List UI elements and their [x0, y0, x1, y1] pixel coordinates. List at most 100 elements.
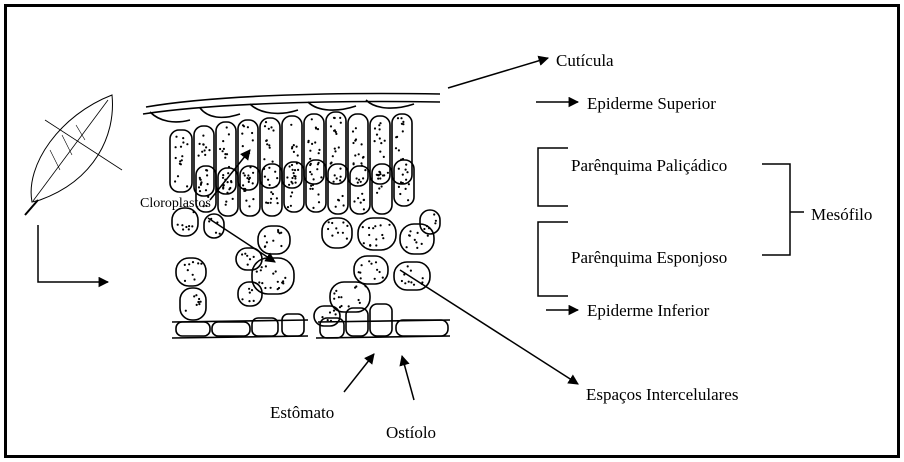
lower-epidermis — [172, 304, 450, 338]
chloroplast-dot — [182, 137, 184, 139]
chloroplast-dot — [338, 146, 340, 148]
mesofilo-bracket — [762, 164, 804, 255]
chloroplast-dot — [294, 169, 296, 171]
label-estomato: Estômato — [270, 404, 334, 421]
chloroplast-dot — [293, 172, 295, 174]
chloroplast-dot — [339, 179, 341, 181]
chloroplast-dot — [204, 149, 206, 151]
label-epiderme-superior: Epiderme Superior — [587, 95, 716, 112]
chloroplast-dot — [333, 292, 335, 294]
chloroplast-dot — [291, 177, 293, 179]
chloroplast-dot — [379, 271, 381, 273]
chloroplast-dot — [413, 284, 415, 286]
chloroplast-dot — [387, 172, 389, 174]
chloroplast-dot — [266, 143, 268, 145]
chloroplast-dot — [260, 269, 262, 271]
chloroplast-dot — [198, 301, 200, 303]
chloroplast-dot — [313, 178, 315, 180]
chloroplast-dot — [272, 161, 274, 163]
chloroplast-dot — [290, 195, 292, 197]
chloroplast-dot — [370, 263, 372, 265]
chloroplast-dot — [360, 202, 362, 204]
chloroplast-dot — [358, 271, 360, 273]
cell — [180, 288, 206, 320]
chloroplast-dot — [272, 129, 274, 131]
chloroplast-dot — [281, 282, 283, 284]
chloroplast-dot — [309, 188, 311, 190]
chloroplast-dot — [382, 237, 384, 239]
chloroplast-dot — [317, 163, 319, 165]
chloroplast-dot — [226, 126, 228, 128]
label-mesofilo: Mesófilo — [811, 206, 872, 223]
chloroplast-dot — [343, 204, 345, 206]
chloroplast-dot — [270, 198, 272, 200]
chloroplast-dot — [342, 221, 344, 223]
chloroplast-dot — [222, 150, 224, 152]
chloroplast-dot — [346, 238, 348, 240]
chloroplast-dot — [270, 202, 272, 204]
chloroplast-dot — [264, 176, 266, 178]
chloroplast-dot — [265, 140, 267, 142]
chloroplast-dot — [242, 124, 244, 126]
chloroplast-dot — [376, 192, 378, 194]
chloroplast-dot — [339, 168, 341, 170]
chloroplast-dot — [186, 143, 188, 145]
chloroplast-dot — [330, 125, 332, 127]
chloroplast-dot — [277, 229, 279, 231]
chloroplast-dot — [243, 188, 245, 190]
chloroplast-dot — [242, 184, 244, 186]
chloroplast-dot — [384, 140, 386, 142]
chloroplast-dot — [363, 208, 365, 210]
chloroplast-dot — [320, 176, 322, 178]
chloroplast-dot — [198, 298, 200, 300]
chloroplast-dot — [369, 245, 371, 247]
chloroplast-dot — [227, 181, 229, 183]
chloroplast-dot — [404, 282, 406, 284]
chloroplast-dot — [248, 288, 250, 290]
chloroplast-dot — [193, 295, 195, 297]
chloroplast-dot — [198, 155, 200, 157]
chloroplast-dot — [335, 313, 337, 315]
chloroplast-dot — [377, 178, 379, 180]
chloroplast-dot — [395, 136, 397, 138]
chloroplast-dot — [405, 188, 407, 190]
chloroplast-dot — [355, 138, 357, 140]
chloroplast-dot — [402, 174, 404, 176]
chloroplast-dot — [338, 199, 340, 201]
chloroplast-dot — [407, 199, 409, 201]
chloroplast-dot — [219, 233, 221, 235]
chloroplast-dot — [252, 139, 254, 141]
chloroplast-dot — [232, 198, 234, 200]
chloroplast-dot — [181, 155, 183, 157]
chloroplast-dot — [269, 147, 271, 149]
chloroplast-dot — [379, 177, 381, 179]
chloroplast-dot — [251, 289, 253, 291]
chloroplast-dot — [312, 184, 314, 186]
chloroplast-dot — [278, 287, 280, 289]
chloroplast-dot — [368, 227, 370, 229]
chloroplast-dot — [401, 280, 403, 282]
chloroplast-dot — [363, 199, 365, 201]
chloroplast-dot — [225, 201, 227, 203]
chloroplast-dot — [376, 174, 378, 176]
chloroplast-dot — [400, 181, 402, 183]
chloroplast-dot — [199, 143, 201, 145]
estomato-arrow — [344, 354, 374, 392]
chloroplast-dot — [248, 300, 250, 302]
chloroplast-dot — [280, 245, 282, 247]
chloroplast-dot — [184, 264, 186, 266]
chloroplast-dot — [272, 240, 274, 242]
chloroplast-dot — [402, 130, 404, 132]
chloroplast-dot — [222, 174, 224, 176]
chloroplast-dot — [291, 191, 293, 193]
chloroplast-dot — [266, 241, 268, 243]
chloroplast-dot — [340, 176, 342, 178]
chloroplast-dot — [318, 201, 320, 203]
chloroplast-dot — [264, 245, 266, 247]
chloroplast-dot — [362, 226, 364, 228]
chloroplast-dot — [293, 144, 295, 146]
chloroplast-dot — [426, 225, 428, 227]
cell — [420, 210, 440, 234]
chloroplast-dot — [184, 280, 186, 282]
chloroplast-dot — [361, 193, 363, 195]
